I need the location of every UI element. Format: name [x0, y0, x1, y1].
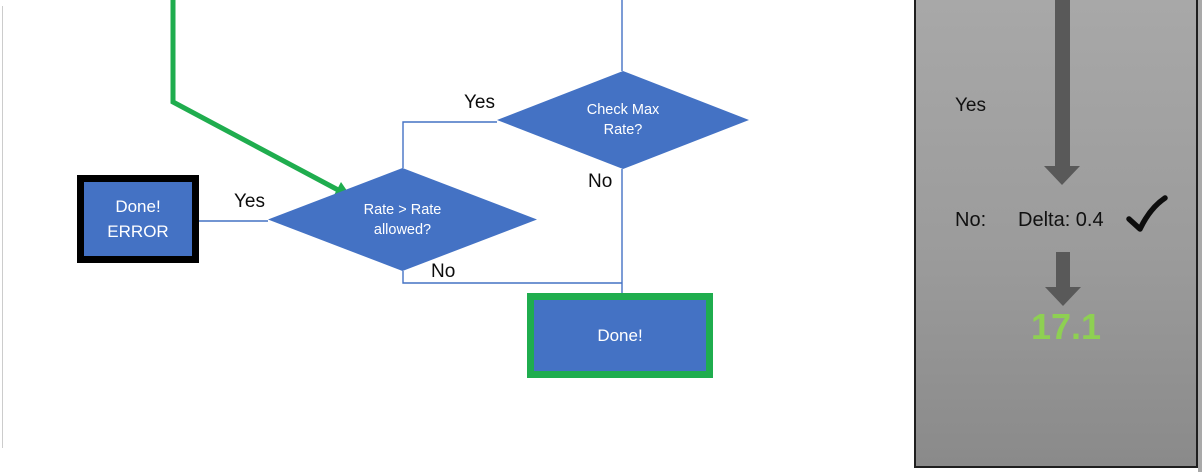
terminal-text-line: ERROR — [107, 222, 169, 241]
edge-label-rate-no: No — [431, 261, 456, 282]
panel-yes-label: Yes — [955, 95, 986, 116]
slide-edge-line — [2, 6, 3, 448]
decision-text-line: Rate? — [603, 122, 643, 138]
decision-text-line: Check Max — [586, 102, 660, 118]
side-panel-right-margin — [1198, 0, 1202, 472]
down-arrow-icon — [1045, 252, 1081, 306]
terminal-done: Done! — [527, 293, 713, 378]
green-highlight-arrow — [170, 0, 352, 198]
terminal-text-line: Done! — [115, 197, 161, 216]
terminal-text-line: Done! — [597, 326, 643, 345]
connector-rate-no — [402, 271, 622, 284]
decision-text-line: allowed? — [373, 221, 432, 238]
side-panel-arrows — [1044, 0, 1081, 306]
panel-delta-value: Delta: 0.4 — [1018, 209, 1104, 231]
terminal-done-error: Done! ERROR — [77, 175, 199, 263]
checkmark-icon — [1126, 195, 1168, 232]
decision-text-line: Rate > Rate — [363, 201, 442, 218]
connector-check-max-yes — [402, 121, 497, 168]
edge-label-rate-yes: Yes — [234, 191, 265, 212]
result-value: 17.1 — [1030, 306, 1102, 347]
flow-connectors — [170, 0, 623, 293]
edge-label-check-max-yes: Yes — [464, 92, 495, 113]
edge-label-check-max-no: No — [588, 171, 613, 192]
panel-no-label: No: — [955, 209, 987, 231]
down-arrow-icon — [1044, 0, 1080, 185]
